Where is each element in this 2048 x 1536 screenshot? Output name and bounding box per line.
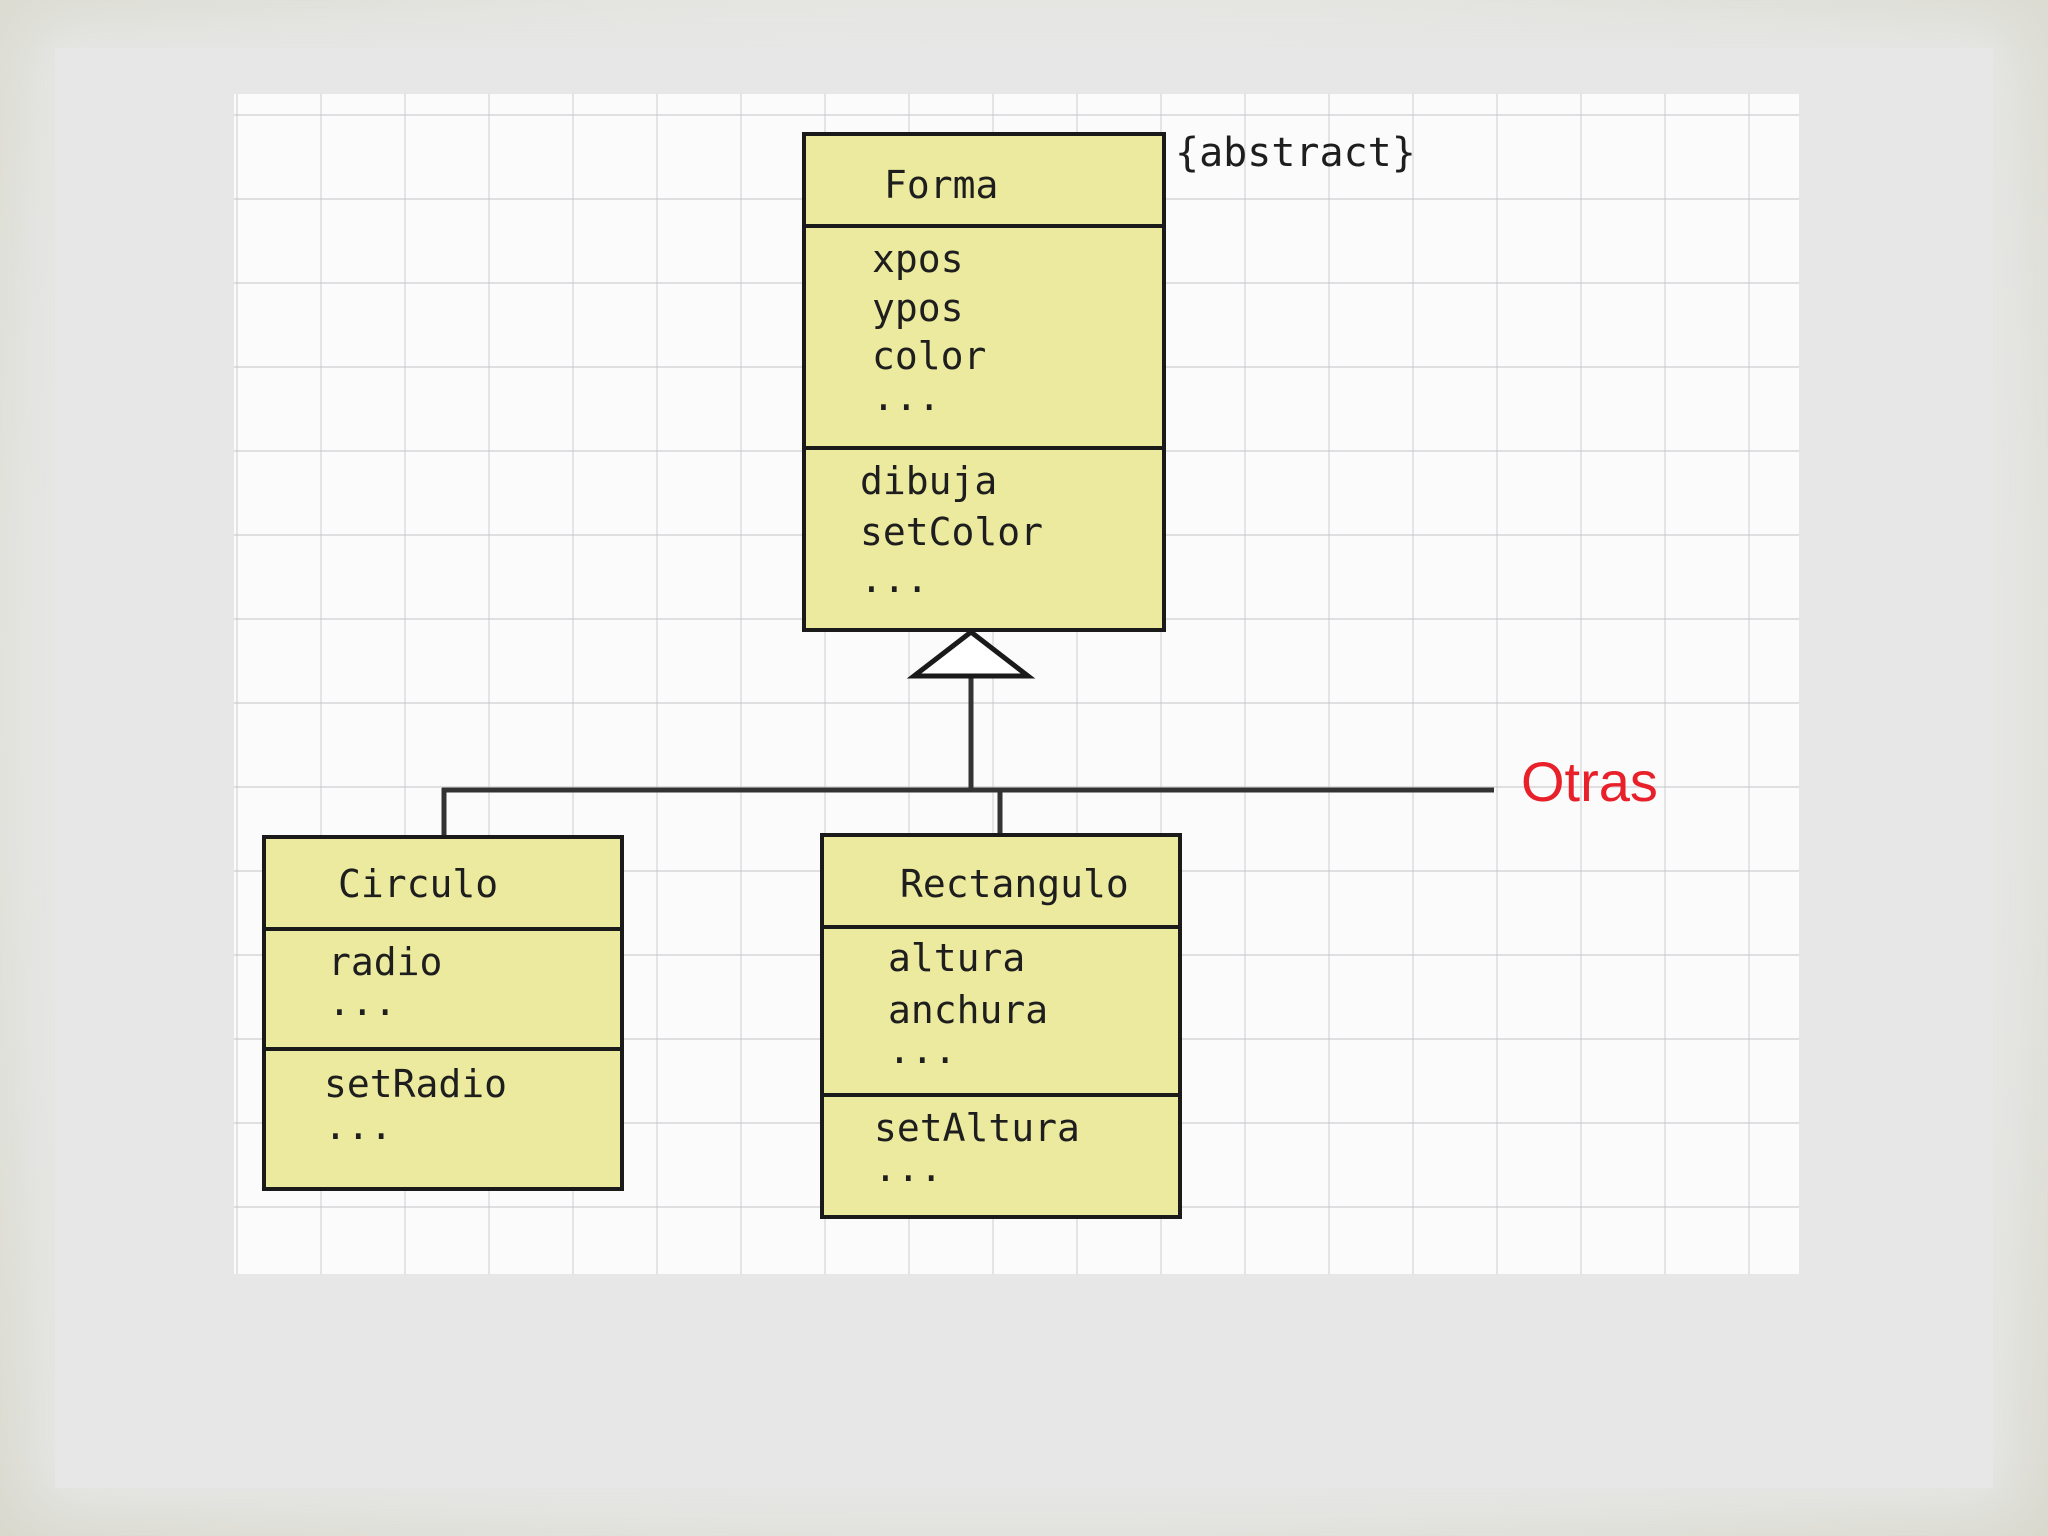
attribute-ellipsis: ... (888, 1028, 957, 1072)
class-forma-name-compartment: Forma (806, 136, 1162, 224)
generalization-arrowhead (906, 628, 1036, 679)
abstract-stereotype: {abstract} (1175, 130, 1416, 176)
class-rectangulo-attributes: altura anchura ... (824, 925, 1178, 1093)
class-forma-methods: dibuja setColor ... (806, 446, 1162, 628)
class-rectangulo: Rectangulo altura anchura ... setAltura … (820, 833, 1182, 1219)
method: setRadio (324, 1062, 508, 1106)
class-forma-attributes: xpos ypos color ... (806, 224, 1162, 446)
uml-figure: Forma xpos ypos color ... dibuja setColo… (234, 94, 1799, 1274)
attribute-ellipsis: ... (328, 980, 397, 1024)
other-subclasses-label: Otras (1521, 750, 1658, 813)
method-ellipsis: ... (324, 1104, 393, 1148)
class-circulo-name: Circulo (338, 862, 499, 906)
attribute: radio (328, 940, 443, 984)
class-circulo-methods: setRadio ... (266, 1047, 620, 1187)
class-forma: Forma xpos ypos color ... dibuja setColo… (802, 132, 1166, 632)
attribute: altura (888, 936, 1026, 980)
class-rectangulo-name-compartment: Rectangulo (824, 837, 1178, 925)
attribute: xpos (872, 237, 964, 281)
method: dibuja (860, 459, 998, 503)
class-forma-name: Forma (884, 163, 999, 207)
method-ellipsis: ... (860, 557, 929, 601)
attribute: color (872, 334, 987, 378)
method: setAltura (874, 1106, 1080, 1150)
attribute-ellipsis: ... (872, 375, 941, 419)
class-rectangulo-methods: setAltura ... (824, 1093, 1178, 1215)
attribute: anchura (888, 988, 1049, 1032)
attribute: ypos (872, 286, 964, 330)
class-circulo: Circulo radio ... setRadio ... (262, 835, 624, 1191)
class-circulo-name-compartment: Circulo (266, 839, 620, 927)
inheritance-connectors (441, 628, 1494, 839)
class-circulo-attributes: radio ... (266, 927, 620, 1047)
method: setColor (860, 510, 1044, 554)
method-ellipsis: ... (874, 1146, 943, 1190)
class-rectangulo-name: Rectangulo (900, 862, 1129, 906)
